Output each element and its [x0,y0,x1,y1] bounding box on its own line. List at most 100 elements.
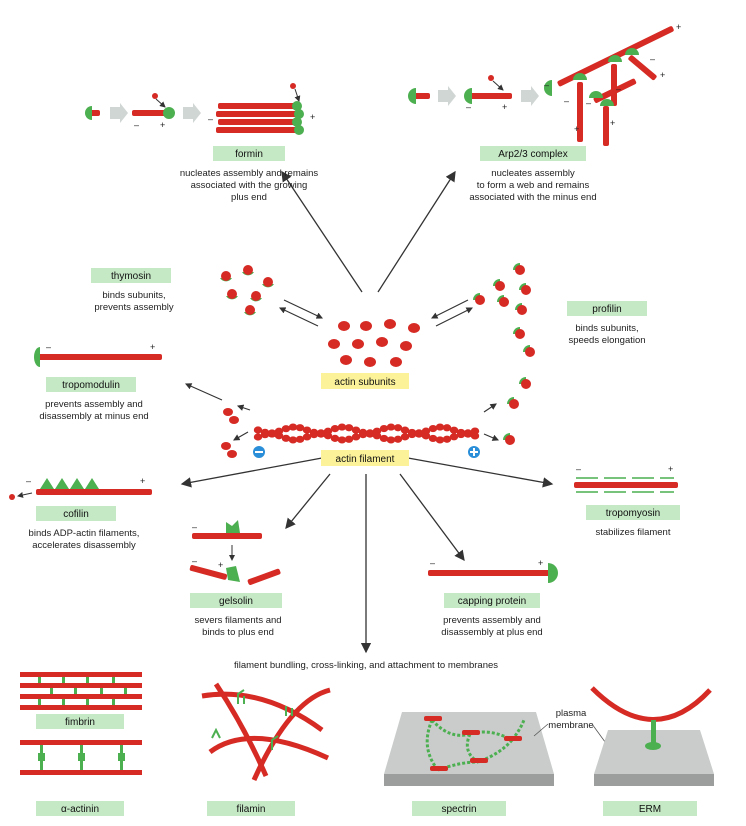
filament-subunit [449,426,459,434]
svg-text:–: – [564,96,569,106]
filament-subunit [379,424,389,433]
spectrin-label-box [412,801,506,816]
cofilin-illustration: – + [9,476,152,500]
tropomyosin-illustration: – + [574,464,678,493]
svg-text:+: + [310,112,315,122]
filament-subunit [386,436,396,444]
profilin-desc-1: binds subunits, [575,323,638,334]
svg-text:+: + [668,464,673,474]
fimbrin-label-box [36,714,124,729]
cofilin-label: cofilin [63,509,89,520]
svg-text:–: – [192,556,197,566]
profilin-desc-2: speeds elongation [568,335,645,346]
spectrin-illustration [384,712,554,786]
filament-subunit [302,426,312,434]
fimbrin-label: fimbrin [65,717,95,728]
gelsolin-illustration: – – + [189,520,281,585]
arp23-desc-3: associated with the minus end [469,192,596,203]
svg-text:–: – [192,522,197,532]
cofilin-desc-2: accelerates disassembly [32,540,136,551]
erm-illustration [590,686,714,786]
arp23-label: Arp2/3 complex [498,149,567,160]
svg-text:–: – [430,558,435,568]
filament-subunit [379,434,389,443]
svg-text:+: + [676,22,681,32]
filament-subunit [267,430,277,438]
svg-text:–: – [576,464,581,474]
filament-subunit [288,423,298,431]
filament-subunit [463,430,473,438]
spectrin-label: spectrin [441,804,476,815]
filament-subunit [351,433,361,441]
filamin-illustration [201,682,331,782]
filament-subunit [393,424,403,432]
filament-subunit [365,430,375,438]
filament-subunit [344,435,354,443]
filament-subunit [442,424,452,432]
arp23-desc-1: nucleates assembly [491,168,575,179]
formin-illustration [85,83,304,135]
svg-text:–: – [134,120,139,130]
actin-subunits-label: actin subunits [334,377,395,388]
filament-subunit [428,434,438,443]
filament-subunit [435,436,445,444]
filament-subunit [414,430,424,438]
thymosin-bound-subunits [220,265,274,316]
filament-subunit [435,423,445,431]
svg-text:+: + [574,124,579,134]
filament-subunit [330,434,340,442]
central-arrows [180,170,554,654]
svg-text:+: + [660,70,665,80]
filament-subunit [428,424,438,433]
actin-filament-label-box [321,450,409,466]
filament-subunit [281,434,291,442]
plasma-membrane-label-1: plasma [556,708,587,719]
actin-subunits-label-box [321,373,409,389]
filament-subunit [253,426,263,434]
formin-signs: – + – + [134,112,315,130]
alpha-actinin-illustration [20,740,142,775]
thymosin-label-box [91,268,171,283]
svg-text:+: + [502,102,507,112]
filament-subunit [281,425,291,433]
filament-subunit [337,423,347,431]
erm-label-box [603,801,697,816]
gelsolin-desc-2: binds to plus end [202,627,274,638]
capping-desc-1: prevents assembly and [443,615,541,626]
tropomodulin-label: tropomodulin [62,380,120,391]
filament-subunit [309,431,319,439]
filament-subunit [421,432,431,440]
formin-desc-1: nucleates assembly and remains [180,168,319,179]
thymosin-label: thymosin [111,271,151,282]
tropomyosin-label-box [586,505,680,520]
profilin-label: profilin [592,304,621,315]
svg-text:–: – [616,84,621,94]
gelsolin-label-box [190,593,282,608]
filament-subunit [351,426,361,434]
tropomodulin-label-box [46,377,136,392]
thymosin-desc-2: prevents assembly [94,302,173,313]
filament-subunit [470,432,480,440]
filament-subunit [344,424,354,432]
filament-subunit [400,426,410,434]
filament-subunit [442,435,452,443]
capping-protein-label-box [444,593,540,608]
capping-protein-illustration: – + [428,558,558,583]
svg-text:–: – [46,342,51,352]
svg-text:+: + [160,120,165,130]
cofilin-label-box [36,506,116,521]
filament-subunit [330,425,340,433]
filament-subunit [302,433,312,441]
filament-subunit [386,423,396,431]
minus-end-sign [255,451,263,453]
filament-subunit [295,424,305,432]
tropomyosin-label: tropomyosin [606,508,660,519]
erm-label: ERM [639,804,661,815]
alpha-actinin-label: α-actinin [61,804,99,815]
formin-label: formin [235,149,263,160]
svg-text:–: – [586,98,591,108]
plasma-membrane-label-2: membrane [548,720,593,731]
capping-protein-label: capping protein [458,596,526,607]
filament-subunit [393,435,403,443]
